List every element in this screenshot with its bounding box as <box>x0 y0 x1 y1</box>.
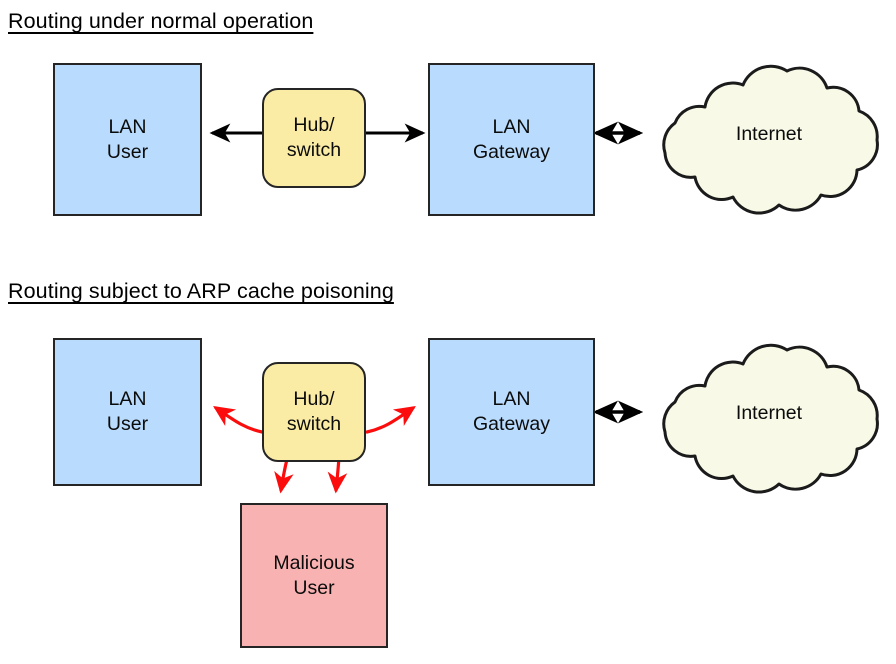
node-hub-switch-poisoned[interactable]: Hub/ switch <box>262 362 366 462</box>
node-lan-user-normal[interactable]: LAN User <box>53 63 202 216</box>
node-label: Internet <box>735 402 803 424</box>
arrow-hub-to-gateway-red <box>365 406 416 434</box>
node-label: LAN User <box>106 115 149 163</box>
node-internet-cloud-poisoned[interactable]: Internet <box>645 334 893 497</box>
node-lan-gateway-poisoned[interactable]: LAN Gateway <box>428 338 595 486</box>
cloud-icon <box>662 343 879 494</box>
arrow-hub-to-user-red <box>213 406 264 434</box>
node-hub-switch-normal[interactable]: Hub/ switch <box>262 88 366 188</box>
node-label: Hub/ switch <box>286 114 342 161</box>
node-label: Internet <box>735 123 803 145</box>
node-lan-gateway-normal[interactable]: LAN Gateway <box>428 63 595 216</box>
section-title-poisoned: Routing subject to ARP cache poisoning <box>8 279 394 303</box>
node-malicious-user[interactable]: Malicious User <box>240 503 388 648</box>
node-lan-user-poisoned[interactable]: LAN User <box>53 338 202 486</box>
node-label: LAN Gateway <box>473 115 550 163</box>
node-label: LAN User <box>106 388 149 435</box>
node-label: Hub/ switch <box>286 388 342 435</box>
node-label: Malicious User <box>273 551 355 599</box>
section-title-normal: Routing under normal operation <box>8 9 314 33</box>
node-label: LAN Gateway <box>473 388 550 435</box>
cloud-icon <box>662 64 879 215</box>
node-internet-cloud-normal[interactable]: Internet <box>645 55 893 218</box>
